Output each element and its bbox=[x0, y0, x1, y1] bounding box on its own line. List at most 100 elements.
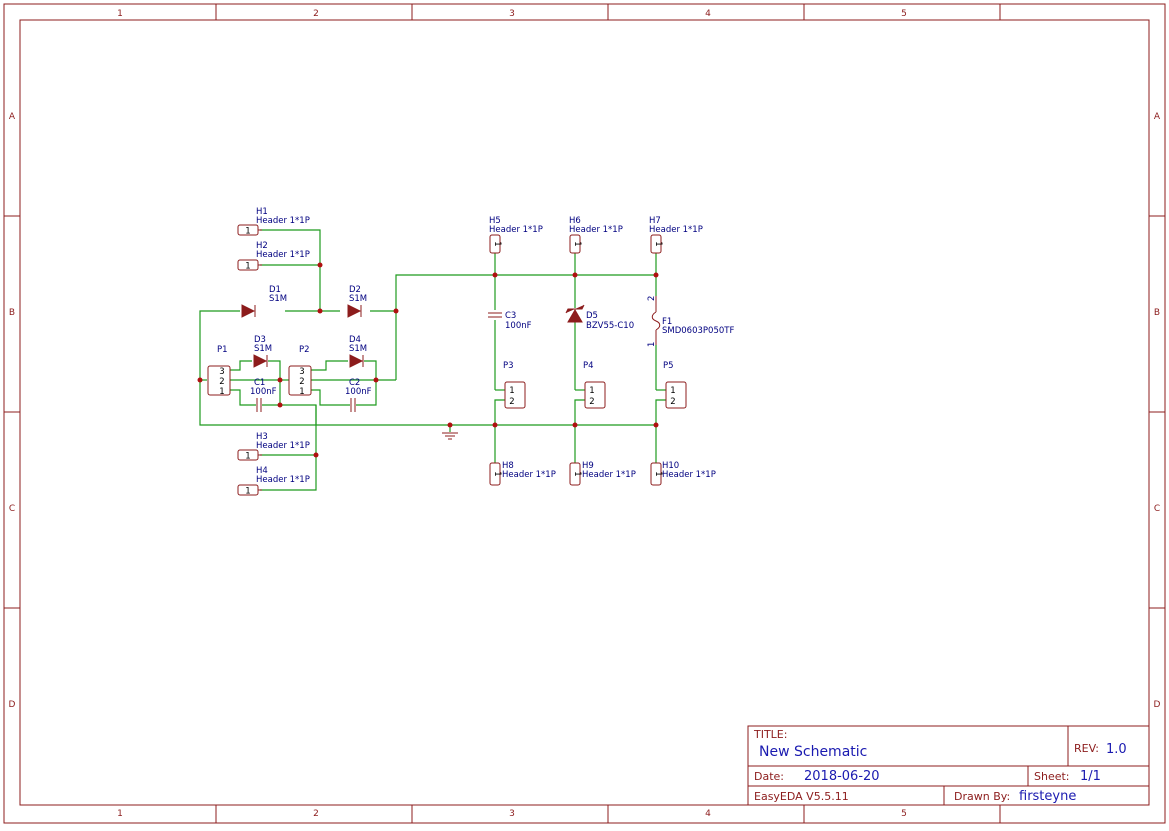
diode-d3[interactable]: D3 S1M bbox=[253, 335, 272, 368]
software-version: EasyEDA V5.5.11 bbox=[754, 790, 849, 803]
f1-pin1: 1 bbox=[647, 342, 657, 347]
h5-pin: 1 bbox=[492, 241, 502, 246]
h6-pin: 1 bbox=[572, 241, 582, 246]
c2-ref: C2 bbox=[349, 378, 360, 388]
p2-pin3: 3 bbox=[299, 367, 304, 377]
c1-value: 100nF bbox=[250, 387, 277, 397]
diode-d4[interactable]: D4 S1M bbox=[349, 335, 367, 368]
sheet-value: 1/1 bbox=[1080, 769, 1101, 784]
d2-ref: D2 bbox=[349, 285, 361, 295]
p3-pin2: 2 bbox=[509, 397, 514, 407]
p3-ref: P3 bbox=[503, 361, 514, 371]
h2-ref: H2 bbox=[256, 241, 268, 251]
connector-p1[interactable]: 3 2 1 P1 bbox=[207, 345, 231, 397]
h10-pin: 1 bbox=[653, 471, 663, 476]
diode-arrow-icon bbox=[241, 304, 256, 318]
junction-dot bbox=[653, 272, 659, 278]
p5-pin2: 2 bbox=[670, 397, 675, 407]
d1-ref: D1 bbox=[269, 285, 281, 295]
date-value: 2018-06-20 bbox=[804, 769, 880, 784]
zone-row-b-left: B bbox=[9, 308, 15, 318]
zener-arrow-icon bbox=[567, 309, 583, 323]
wires bbox=[199, 229, 666, 491]
h3-value: Header 1*1P bbox=[256, 441, 310, 451]
c1-ref: C1 bbox=[254, 378, 265, 388]
capacitor-c2[interactable]: C2 100nF bbox=[345, 378, 372, 412]
diode-d2[interactable]: D2 S1M bbox=[347, 285, 367, 318]
p4-pin1: 1 bbox=[589, 386, 594, 396]
h7-value: Header 1*1P bbox=[649, 225, 703, 235]
junction-dot bbox=[492, 422, 498, 428]
connector-p5[interactable]: 1 2 P5 bbox=[663, 361, 687, 409]
h4-ref: H4 bbox=[256, 466, 268, 476]
zone-row-a-right: A bbox=[1154, 112, 1161, 122]
p1-pin2: 2 bbox=[219, 377, 224, 387]
p2-pin2: 2 bbox=[299, 377, 304, 387]
zener-diode-d5[interactable]: D5 BZV55-C10 bbox=[565, 304, 634, 331]
zone-row-c-right: C bbox=[1154, 504, 1160, 514]
zone-row-d-right: D bbox=[1154, 700, 1161, 710]
drawn-by-value: firsteyne bbox=[1019, 789, 1076, 804]
connector-p4[interactable]: 1 2 P4 bbox=[583, 361, 606, 409]
h9-pin: 1 bbox=[572, 471, 582, 476]
connector-p3[interactable]: 1 2 P3 bbox=[503, 361, 526, 409]
zone-col-2-top: 2 bbox=[313, 9, 319, 19]
h5-value: Header 1*1P bbox=[489, 225, 543, 235]
h6-value: Header 1*1P bbox=[569, 225, 623, 235]
rev-label: REV: bbox=[1074, 742, 1099, 755]
junction-dot bbox=[653, 422, 659, 428]
d4-value: S1M bbox=[349, 344, 367, 354]
connector-p2[interactable]: 3 2 1 P2 bbox=[288, 345, 312, 397]
junction-dot bbox=[277, 377, 283, 383]
h9-value: Header 1*1P bbox=[582, 470, 636, 480]
h8-pin: 1 bbox=[492, 471, 502, 476]
header-h7[interactable]: 1 H7 Header 1*1P bbox=[649, 216, 703, 254]
f1-ref: F1 bbox=[662, 317, 672, 327]
zone-row-d-left: D bbox=[9, 700, 16, 710]
header-h8[interactable]: 1 H8 Header 1*1P bbox=[489, 461, 556, 486]
diode-d1[interactable]: D1 S1M bbox=[241, 285, 287, 318]
capacitor-c1[interactable]: C1 100nF bbox=[250, 378, 277, 412]
h5-ref: H5 bbox=[489, 216, 501, 226]
h1-ref: H1 bbox=[256, 207, 268, 217]
d5-ref: D5 bbox=[586, 311, 598, 321]
header-h9[interactable]: 1 H9 Header 1*1P bbox=[569, 461, 636, 486]
title-block: TITLE: New Schematic REV: 1.0 Date: 2018… bbox=[747, 725, 1150, 806]
header-h2[interactable]: 1 H2 Header 1*1P bbox=[237, 241, 310, 272]
h10-value: Header 1*1P bbox=[662, 470, 716, 480]
capacitor-c3[interactable]: C3 100nF bbox=[488, 311, 532, 331]
h2-pin: 1 bbox=[245, 262, 250, 272]
h1-pin: 1 bbox=[245, 227, 250, 237]
d3-value: S1M bbox=[254, 344, 272, 354]
h9-ref: H9 bbox=[582, 461, 594, 471]
d1-value: S1M bbox=[269, 294, 287, 304]
header-h6[interactable]: 1 H6 Header 1*1P bbox=[569, 216, 623, 254]
f1-value: SMD0603P050TF bbox=[662, 326, 734, 336]
zone-col-4-top: 4 bbox=[705, 9, 711, 19]
junction-dot bbox=[317, 308, 323, 314]
c3-ref: C3 bbox=[505, 311, 516, 321]
h4-value: Header 1*1P bbox=[256, 475, 310, 485]
h8-ref: H8 bbox=[502, 461, 514, 471]
junction-dot bbox=[197, 377, 203, 383]
date-label: Date: bbox=[754, 770, 784, 783]
header-h4[interactable]: 1 H4 Header 1*1P bbox=[237, 466, 310, 497]
p1-pin3: 3 bbox=[219, 367, 224, 377]
header-h10[interactable]: 1 H10 Header 1*1P bbox=[650, 461, 716, 486]
p2-ref: P2 bbox=[299, 345, 310, 355]
f1-pin2: 2 bbox=[647, 296, 657, 301]
header-h5[interactable]: 1 H5 Header 1*1P bbox=[489, 216, 543, 254]
title-label: TITLE: bbox=[753, 728, 787, 741]
p3-pin1: 1 bbox=[509, 386, 514, 396]
fuse-f1[interactable]: 2 1 F1 SMD0603P050TF bbox=[647, 296, 734, 347]
h8-value: Header 1*1P bbox=[502, 470, 556, 480]
zone-col-4-bottom: 4 bbox=[705, 809, 711, 819]
zone-col-1-top: 1 bbox=[117, 9, 123, 19]
sheet-frame: 1 2 3 4 5 1 2 3 4 5 A B C D A B C D bbox=[3, 3, 1166, 824]
header-h1[interactable]: 1 H1 Header 1*1P bbox=[237, 207, 310, 237]
header-h3[interactable]: 1 H3 Header 1*1P bbox=[237, 432, 310, 462]
h1-value: Header 1*1P bbox=[256, 216, 310, 226]
rev-value: 1.0 bbox=[1106, 742, 1127, 757]
sheet-label: Sheet: bbox=[1034, 770, 1070, 783]
